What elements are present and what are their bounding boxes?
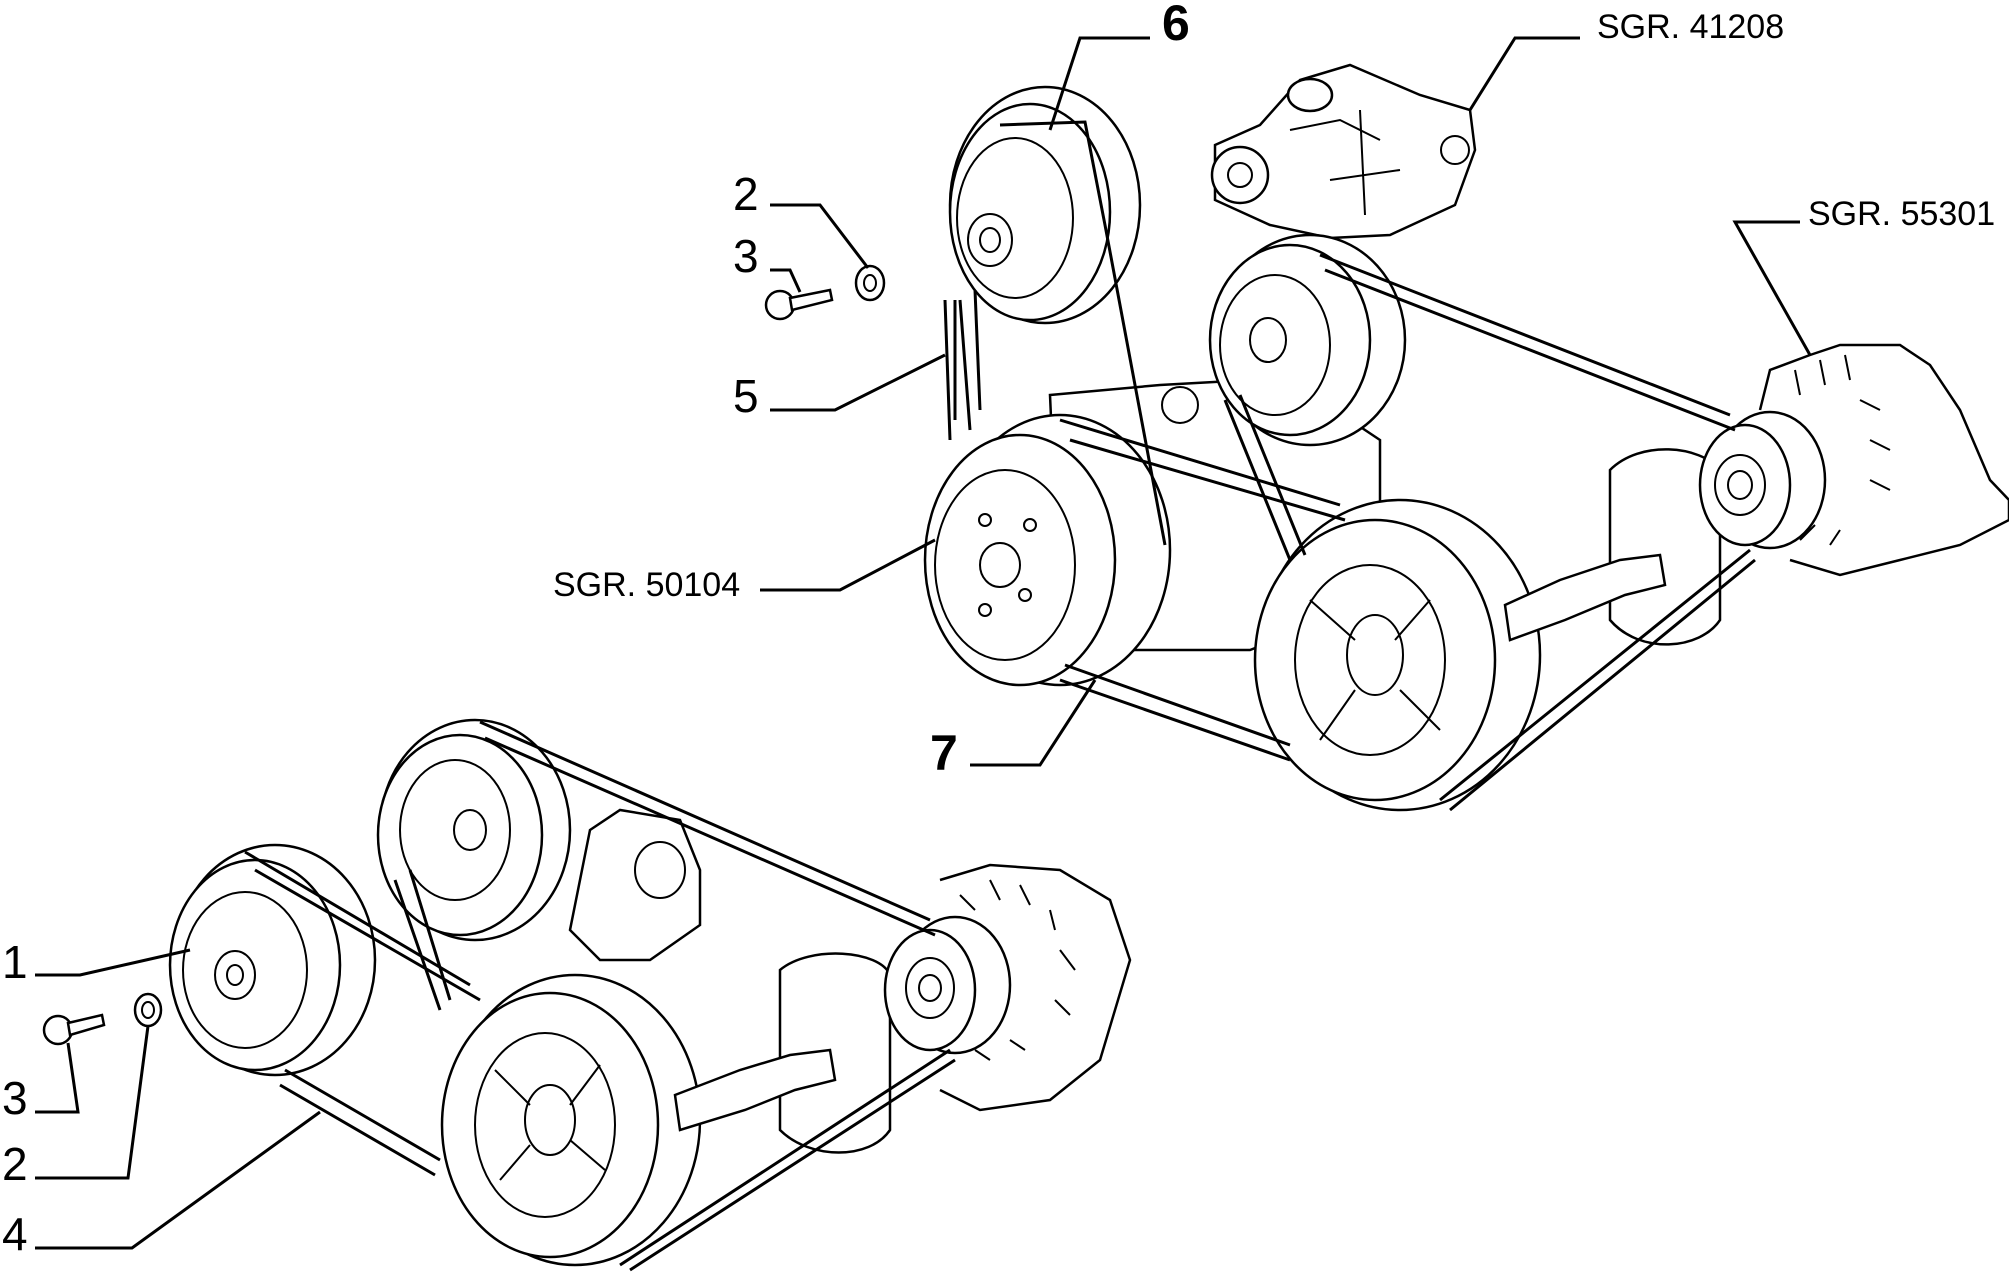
water-pump-pulley-lower (168, 843, 377, 1077)
crankshaft-pulley-upper (1253, 498, 1542, 812)
label-part-5: 5 (733, 370, 759, 422)
tensioner-pulley-upper (1208, 233, 1407, 447)
crankshaft-pulley-lower (440, 973, 702, 1267)
label-sgr-50104: SGR. 50104 (553, 566, 740, 604)
alternator-pulley-lower (883, 915, 1012, 1055)
drive-shaft-upper (1503, 553, 1667, 642)
label-part-1: 1 (2, 936, 28, 988)
belts-upper (943, 120, 1756, 812)
label-part-3-lower: 3 (2, 1072, 28, 1124)
bolt-lower (42, 1013, 106, 1046)
label-part-3-upper: 3 (733, 230, 759, 282)
idler-pulley-lower (376, 718, 572, 942)
upper-belt-assembly (923, 63, 2009, 812)
bolt-upper (764, 288, 834, 321)
alternator-lower (778, 863, 1132, 1154)
alternator-upper (1608, 343, 2009, 646)
label-part-4: 4 (2, 1208, 28, 1260)
lower-belt-assembly (168, 718, 1132, 1272)
alternator-pulley-upper (1698, 410, 1827, 550)
label-part-2-lower: 2 (2, 1138, 28, 1190)
label-part-7: 7 (930, 725, 958, 781)
label-sgr-55301: SGR. 55301 (1808, 195, 1995, 233)
power-steering-pump-lower (568, 808, 702, 962)
label-sgr-41208: SGR. 41208 (1597, 8, 1784, 46)
label-part-6: 6 (1162, 0, 1190, 51)
leader-lines (35, 36, 1812, 1250)
ac-compressor-pulley (923, 413, 1172, 687)
drive-shaft-lower (673, 1048, 837, 1132)
washer-lower (133, 992, 163, 1028)
belts-lower (244, 720, 956, 1272)
washer-upper (854, 264, 886, 302)
water-pump-pulley-upper (948, 85, 1142, 325)
label-part-2-upper: 2 (733, 168, 759, 220)
power-steering-pump (1210, 63, 1477, 240)
